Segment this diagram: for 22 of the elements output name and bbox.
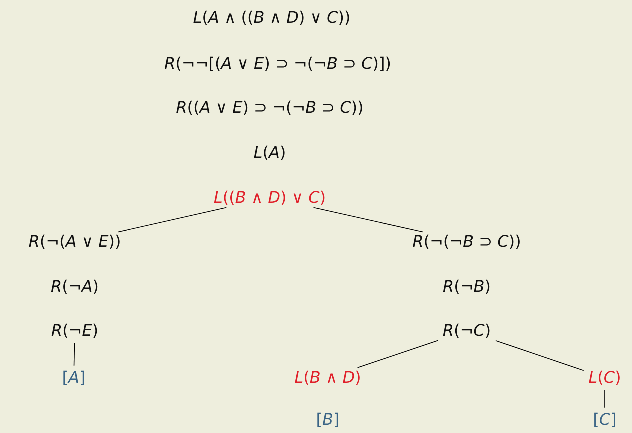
formula-label: L(A ∧ ((B ∧ D) ∨ C)) [194, 10, 350, 26]
formula-label: R(¬E) [52, 324, 98, 338]
leaf-label: [C] [594, 412, 616, 428]
tree-branch [74, 342, 76, 366]
tree-branch [118, 207, 228, 233]
tree-branch [604, 390, 606, 408]
formula-label: L(A) [254, 146, 285, 160]
formula-label: L((B ∧ D) ∨ C) [214, 190, 325, 206]
formula-label: L(B ∧ D) [295, 370, 360, 386]
formula-label: R(¬A) [51, 280, 98, 294]
formula-label: R(¬(¬B ⊃ C)) [413, 234, 520, 250]
formula-label: R((A ∨ E) ⊃ ¬(¬B ⊃ C)) [176, 100, 362, 116]
tree-branch [313, 207, 424, 233]
leaf-label: [B] [318, 412, 338, 428]
leaf-label: [A] [64, 370, 84, 386]
tree-branch [357, 340, 438, 368]
tree-branch [496, 340, 584, 372]
formula-label: L(C) [589, 370, 620, 386]
formula-label: R(¬¬[(A ∨ E) ⊃ ¬(¬B ⊃ C)]) [164, 56, 390, 72]
formula-label: R(¬C) [443, 324, 490, 338]
formula-label: R(¬B) [443, 280, 490, 294]
formula-label: R(¬(A ∨ E)) [29, 234, 120, 250]
